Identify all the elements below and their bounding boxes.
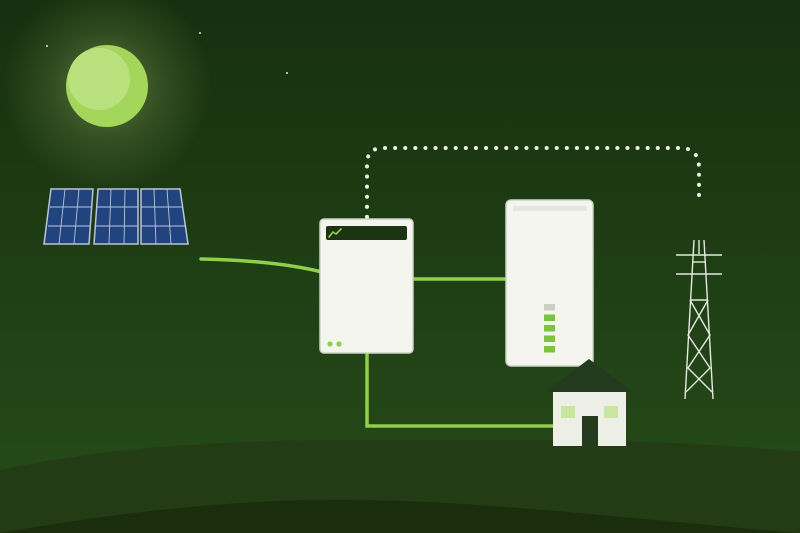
grid-dotted-connection [365,146,701,219]
solar-panel [140,188,189,245]
battery-level-indicator [544,304,555,353]
solar-panel [43,188,94,245]
battery-level-bar [544,346,555,353]
house-icon [545,359,633,446]
inverter-graph-line [328,228,342,238]
inverter-indicator-light [336,341,342,347]
star [199,32,201,34]
moon-icon [2,0,212,191]
inverter-to-house-line [365,351,558,428]
battery-level-bar [544,314,555,321]
power-tower-icon [676,239,722,400]
house-roof [545,359,633,392]
inverter-indicator-light [327,341,333,347]
house-door [582,416,598,446]
star [286,72,288,74]
solar-panel-icon [43,188,189,245]
solar-panel [93,188,139,245]
inverter-body [319,218,414,354]
battery-body [505,199,594,367]
solar-to-inverter-line [199,257,324,274]
battery-icon [505,199,594,367]
battery-top-strip [513,206,587,211]
house-window [604,406,618,418]
moon-highlight [68,48,130,110]
hill-front [0,499,800,533]
inverter-icon [319,218,414,354]
inverter-screen [326,226,407,240]
battery-level-bar [544,335,555,342]
house-window [561,406,575,418]
battery-level-bar [544,304,555,311]
battery-level-bar [544,325,555,332]
